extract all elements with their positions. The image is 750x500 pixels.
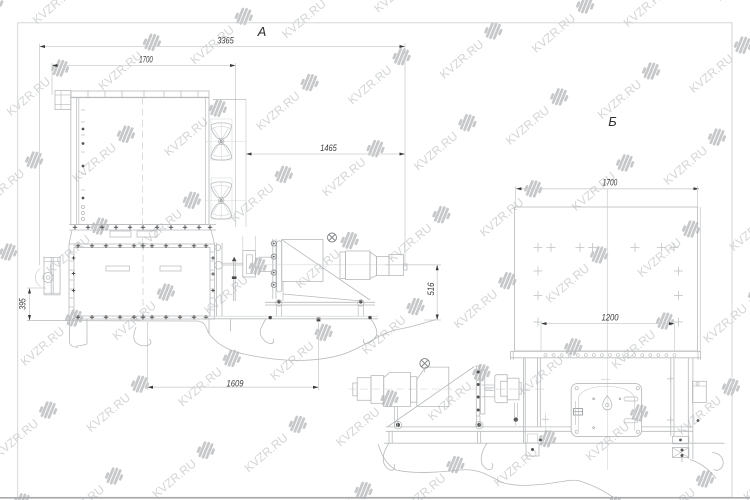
svg-text:Б: Б	[608, 114, 617, 129]
svg-text:KVZR.RU: KVZR.RU	[517, 353, 566, 398]
svg-text:516: 516	[426, 282, 436, 296]
svg-text:KVZR.RU: KVZR.RU	[701, 301, 750, 346]
svg-text:KVZR.RU: KVZR.RU	[0, 258, 1, 303]
svg-text:KVZR.RU: KVZR.RU	[122, 0, 171, 1]
svg-text:KVZR.RU: KVZR.RU	[411, 129, 460, 174]
svg-text:KVZR.RU: KVZR.RU	[529, 11, 578, 56]
svg-text:KVZR.RU: KVZR.RU	[425, 379, 474, 424]
svg-text:1465: 1465	[320, 143, 337, 153]
svg-text:KVZR.RU: KVZR.RU	[371, 0, 420, 15]
svg-text:KVZR.RU: KVZR.RU	[18, 324, 67, 369]
svg-text:KVZR.RU: KVZR.RU	[227, 181, 276, 226]
svg-text:KVZR.RU: KVZR.RU	[175, 364, 224, 409]
svg-text:KVZR.RU: KVZR.RU	[253, 89, 302, 134]
svg-text:KVZR.RU: KVZR.RU	[70, 140, 119, 185]
svg-text:KVZR.RU: KVZR.RU	[279, 0, 328, 41]
svg-text:1609: 1609	[227, 379, 244, 389]
svg-text:KVZR.RU: KVZR.RU	[635, 235, 684, 280]
svg-text:KVZR.RU: KVZR.RU	[150, 456, 199, 500]
svg-text:KVZR.RU: KVZR.RU	[0, 416, 41, 461]
svg-text:KVZR.RU: KVZR.RU	[4, 74, 53, 119]
svg-text:KVZR.RU: KVZR.RU	[491, 445, 540, 490]
svg-text:KVZR.RU: KVZR.RU	[741, 459, 750, 500]
svg-text:KVZR.RU: KVZR.RU	[161, 114, 210, 159]
svg-text:KVZR.RU: KVZR.RU	[609, 327, 658, 372]
svg-text:KVZR.RU: KVZR.RU	[345, 63, 394, 108]
svg-text:KVZR.RU: KVZR.RU	[621, 0, 670, 30]
svg-text:KVZR.RU: KVZR.RU	[661, 143, 710, 188]
svg-text:KVZR.RU: KVZR.RU	[359, 313, 408, 358]
svg-text:KVZR.RU: KVZR.RU	[385, 221, 434, 266]
svg-text:KVZR.RU: KVZR.RU	[713, 0, 750, 4]
svg-text:1700: 1700	[603, 177, 618, 187]
svg-text:KVZR.RU: KVZR.RU	[451, 287, 500, 332]
svg-text:А: А	[257, 24, 267, 39]
svg-text:KVZR.RU: KVZR.RU	[201, 272, 250, 317]
svg-text:KVZR.RU: KVZR.RU	[543, 261, 592, 306]
svg-text:3365: 3365	[217, 35, 234, 45]
svg-text:KVZR.RU: KVZR.RU	[727, 209, 750, 254]
svg-text:KVZR.RU: KVZR.RU	[503, 103, 552, 148]
svg-text:KVZR.RU: KVZR.RU	[477, 195, 526, 240]
svg-text:KVZR.RU: KVZR.RU	[96, 48, 145, 93]
svg-text:1200: 1200	[602, 313, 620, 323]
svg-text:KVZR.RU: KVZR.RU	[84, 390, 133, 435]
svg-text:KVZR.RU: KVZR.RU	[293, 247, 342, 292]
svg-text:395: 395	[17, 298, 27, 310]
svg-text:1700: 1700	[139, 54, 153, 64]
svg-text:KVZR.RU: KVZR.RU	[399, 471, 448, 500]
svg-text:KVZR.RU: KVZR.RU	[333, 405, 382, 450]
svg-text:KVZR.RU: KVZR.RU	[241, 430, 290, 475]
svg-text:KVZR.RU: KVZR.RU	[595, 77, 644, 122]
svg-text:KVZR.RU: KVZR.RU	[319, 155, 368, 200]
svg-text:KVZR.RU: KVZR.RU	[437, 37, 486, 82]
svg-text:KVZR.RU: KVZR.RU	[687, 51, 736, 96]
svg-text:KVZR.RU: KVZR.RU	[0, 166, 27, 211]
svg-text:KVZR.RU: KVZR.RU	[267, 339, 316, 384]
